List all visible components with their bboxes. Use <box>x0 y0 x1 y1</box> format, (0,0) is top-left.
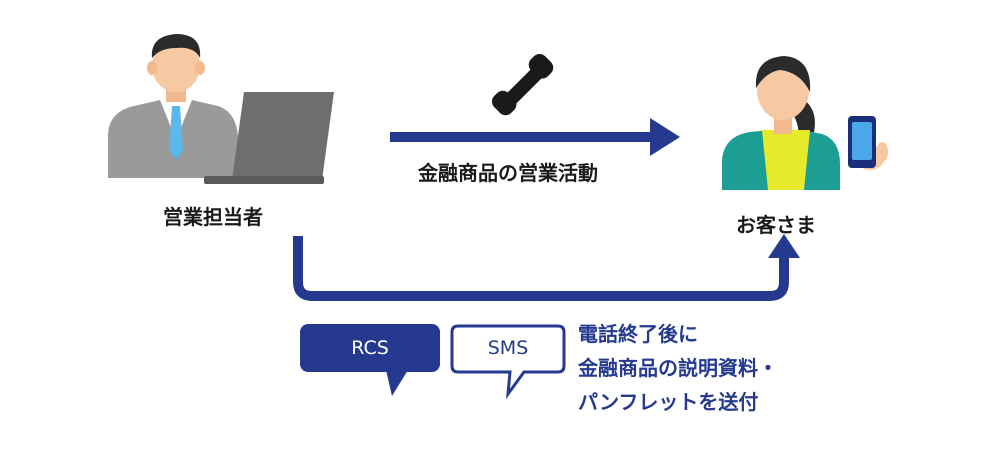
sales-activity-label: 金融商品の営業活動 <box>418 161 598 185</box>
customer-label: お客さま <box>736 213 816 237</box>
sms-label: SMS <box>487 337 529 359</box>
sales-rep-illustration <box>108 34 334 184</box>
sms-bubble <box>450 324 566 400</box>
sales-activity-arrow <box>390 118 680 156</box>
after-call-note-line2: 金融商品の説明資料・ <box>578 356 778 380</box>
after-call-arrow <box>293 234 800 301</box>
customer-illustration <box>722 56 888 190</box>
after-call-note-line3: パンフレットを送付 <box>578 390 759 414</box>
phone-handset-icon <box>491 53 554 116</box>
rcs-label: RCS <box>351 337 389 359</box>
sales-rep-label: 営業担当者 <box>163 205 263 229</box>
after-call-note-line1: 電話終了後に <box>578 322 698 346</box>
rcs-bubble <box>300 324 440 396</box>
